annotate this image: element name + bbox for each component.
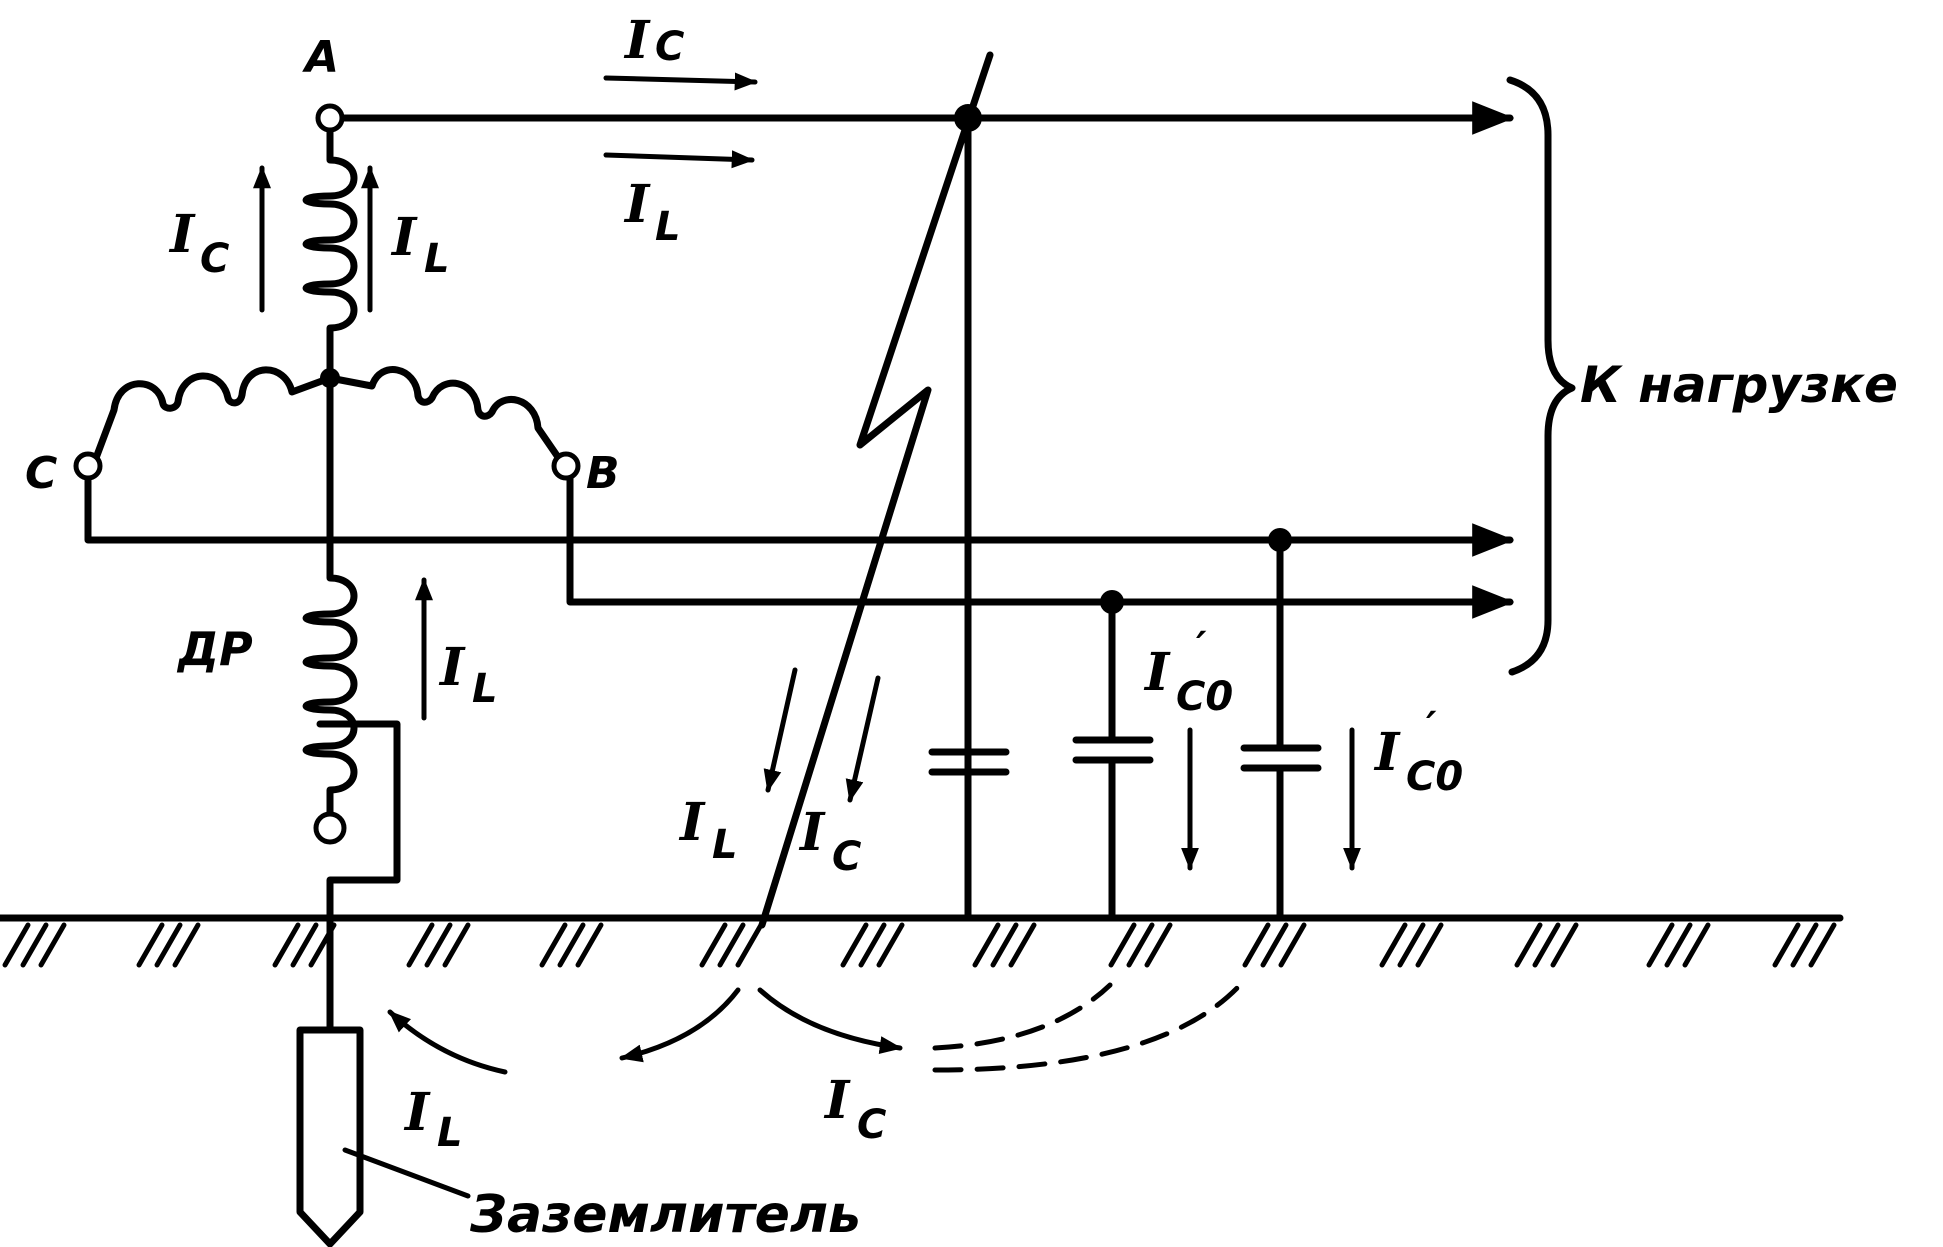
svg-text:I: I bbox=[798, 802, 826, 863]
choke-label: ДР bbox=[176, 622, 253, 676]
choke-tap-terminal bbox=[313, 811, 347, 845]
winding-c-coil bbox=[92, 366, 334, 462]
svg-text:I: I bbox=[168, 204, 196, 265]
terminal-b-label: B bbox=[586, 448, 620, 499]
load-label: К нагрузке bbox=[1580, 356, 1898, 414]
capacitor-phase-a bbox=[928, 748, 1010, 922]
svg-text:L: L bbox=[655, 204, 681, 250]
ground-return-ic bbox=[757, 987, 903, 1055]
label-il-ground: I L bbox=[403, 1082, 463, 1156]
label-ic-top: I C bbox=[623, 10, 684, 71]
svg-text:L: L bbox=[472, 666, 498, 712]
capacitor-phase-b bbox=[1072, 590, 1154, 922]
neutral-conductor bbox=[302, 374, 358, 816]
svg-text:C: C bbox=[832, 834, 861, 880]
choke-bypass bbox=[316, 720, 401, 922]
terminal-c-label: C bbox=[25, 448, 57, 499]
svg-text:C0: C0 bbox=[1176, 674, 1233, 720]
ground-return-ic-dashed-lower bbox=[932, 982, 1243, 1073]
label-il-winding: I L bbox=[390, 207, 450, 282]
phase-c-line bbox=[84, 471, 1515, 557]
label-il-fault: I L bbox=[678, 792, 738, 868]
terminal-a-label: A bbox=[302, 32, 339, 83]
load-brace bbox=[1506, 76, 1576, 676]
svg-text:L: L bbox=[437, 1110, 463, 1156]
svg-text:′: ′ bbox=[1196, 624, 1207, 670]
svg-text:I: I bbox=[623, 174, 651, 235]
svg-text:I: I bbox=[623, 10, 651, 71]
phase-b-line bbox=[566, 471, 1515, 619]
arrow-ic-top bbox=[603, 72, 758, 91]
label-il-choke: I L bbox=[438, 637, 498, 712]
svg-text:L: L bbox=[424, 236, 450, 282]
ground-return-il-right bbox=[619, 987, 741, 1063]
svg-text:I: I bbox=[390, 207, 418, 268]
svg-text:L: L bbox=[712, 822, 738, 868]
svg-text:C: C bbox=[655, 24, 684, 70]
terminal-b bbox=[551, 451, 581, 481]
arrow-ic-fault bbox=[845, 675, 881, 803]
ground-electrode bbox=[296, 1026, 364, 1247]
ground-hatching bbox=[2, 922, 1837, 968]
capacitor-phase-c bbox=[1240, 528, 1322, 922]
label-ic-ground: I C bbox=[823, 1070, 886, 1148]
label-ico-c: I C0 ′ bbox=[1373, 704, 1463, 800]
winding-a-coil bbox=[302, 128, 358, 382]
ground-return-il-left bbox=[387, 1009, 508, 1075]
arrow-il-top bbox=[603, 150, 755, 169]
svg-text:I: I bbox=[438, 637, 466, 698]
label-ic-winding: I C bbox=[168, 204, 229, 282]
terminal-c bbox=[73, 451, 103, 481]
svg-text:I: I bbox=[678, 792, 706, 853]
terminal-a bbox=[315, 103, 345, 133]
label-il-top: I L bbox=[623, 174, 681, 250]
svg-text:C0: C0 bbox=[1406, 754, 1463, 800]
svg-text:C: C bbox=[200, 236, 229, 282]
svg-text:I: I bbox=[403, 1082, 431, 1143]
ground-return-ic-dashed-upper bbox=[932, 982, 1113, 1051]
svg-text:I: I bbox=[1373, 722, 1401, 783]
electrode-pointer bbox=[342, 1147, 471, 1199]
svg-text:I: I bbox=[1143, 642, 1171, 703]
arrow-il-fault bbox=[763, 667, 798, 793]
winding-b-coil bbox=[326, 366, 564, 464]
svg-text:I: I bbox=[823, 1070, 851, 1131]
svg-text:′: ′ bbox=[1426, 704, 1437, 750]
fault-lightning bbox=[758, 51, 994, 929]
label-ic-fault: I C bbox=[798, 802, 861, 880]
svg-text:C: C bbox=[857, 1102, 886, 1148]
ground-electrode-label: Заземлитель bbox=[469, 1185, 861, 1245]
label-ico-b: I C0 ′ bbox=[1143, 624, 1233, 720]
